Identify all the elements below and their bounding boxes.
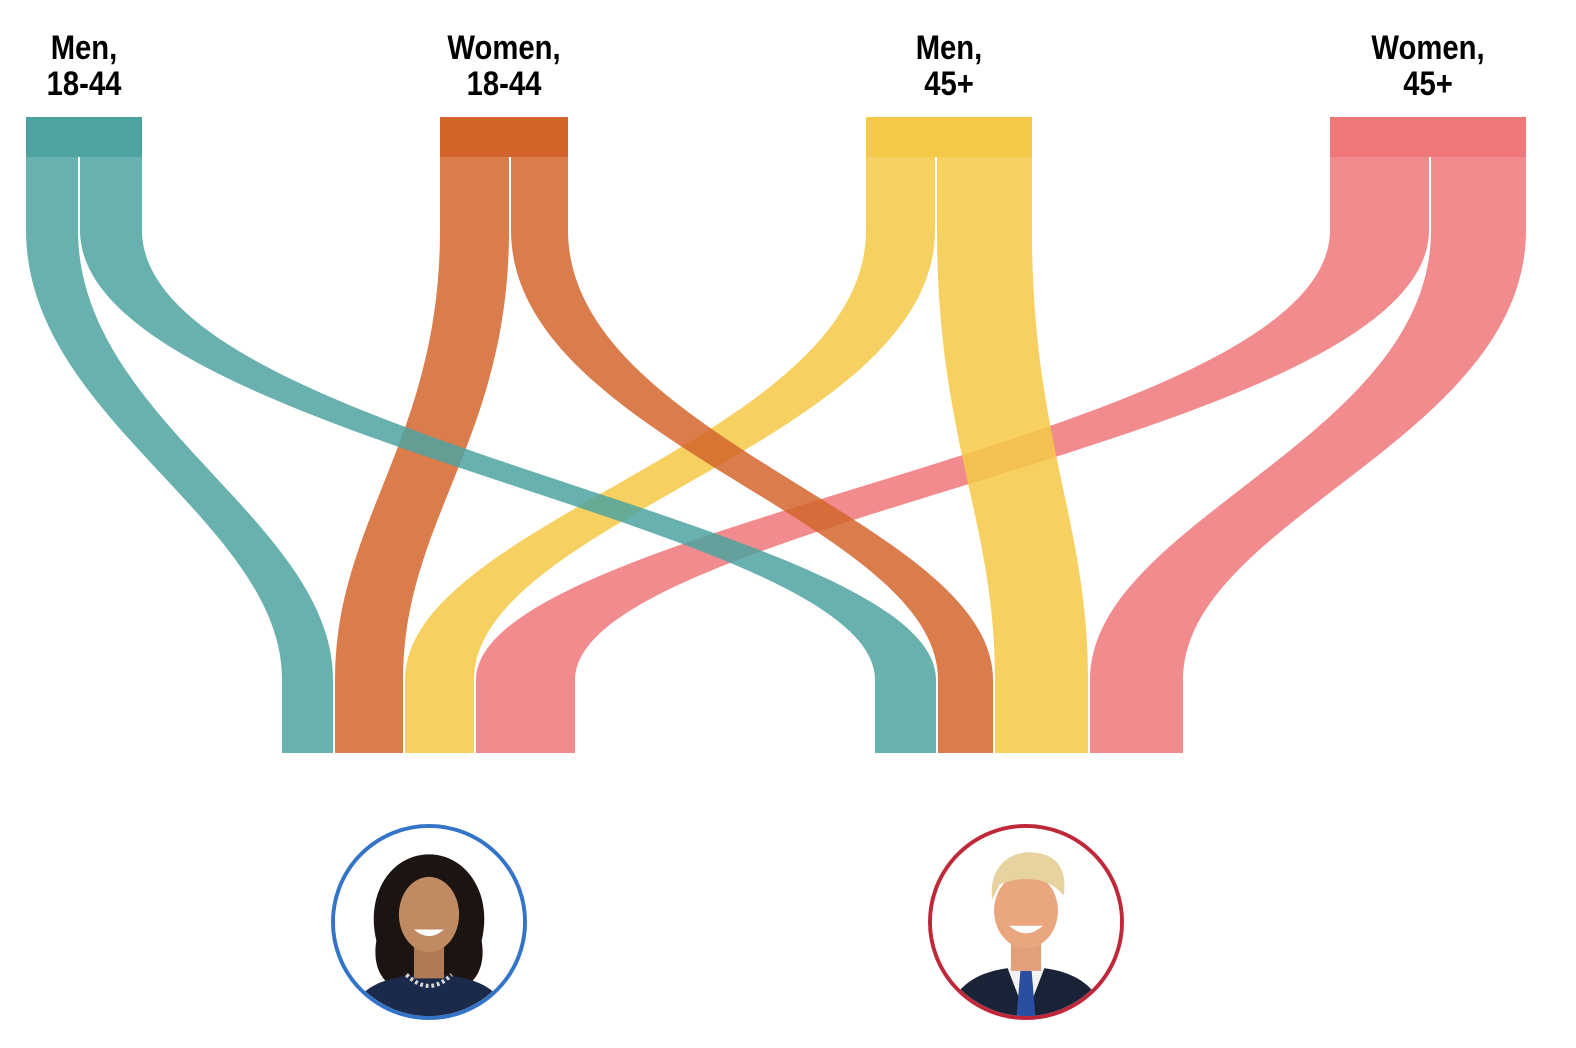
flow-men-45-plus-to-harris [405, 157, 935, 753]
group-label-men-45-plus: Men, 45+ [854, 30, 1043, 102]
group-label-line2: 45+ [924, 65, 974, 103]
flow-women-45-plus-to-harris [476, 157, 1429, 753]
group-label-line2: 18-44 [46, 65, 122, 103]
flow-women-18-44-to-trump [511, 157, 993, 753]
group-label-line1: Women, [447, 29, 561, 67]
group-label-women-45-plus: Women, 45+ [1333, 30, 1522, 102]
candidate-portrait-left-icon [335, 828, 523, 1016]
flow-men-45-plus-to-trump [937, 157, 1088, 753]
source-bar-women-18-44 [440, 117, 568, 157]
source-bar-men-18-44 [26, 117, 142, 157]
flow-men-18-44-to-harris [26, 157, 333, 753]
source-bar-women-45-plus [1330, 117, 1526, 157]
source-bar-men-45-plus [866, 117, 1032, 157]
candidate-avatar-harris [331, 824, 527, 1020]
flow-women-45-plus-to-trump [1090, 157, 1526, 753]
group-label-line1: Men, [915, 29, 983, 67]
candidate-portrait-right-icon [932, 828, 1120, 1016]
group-label-line1: Women, [1371, 29, 1485, 67]
candidate-avatar-trump [928, 824, 1124, 1020]
group-label-line1: Men, [50, 29, 118, 67]
group-label-women-18-44: Women, 18-44 [409, 30, 598, 102]
group-label-men-18-44: Men, 18-44 [0, 30, 179, 102]
group-label-line2: 45+ [1403, 65, 1453, 103]
group-label-line2: 18-44 [466, 65, 542, 103]
